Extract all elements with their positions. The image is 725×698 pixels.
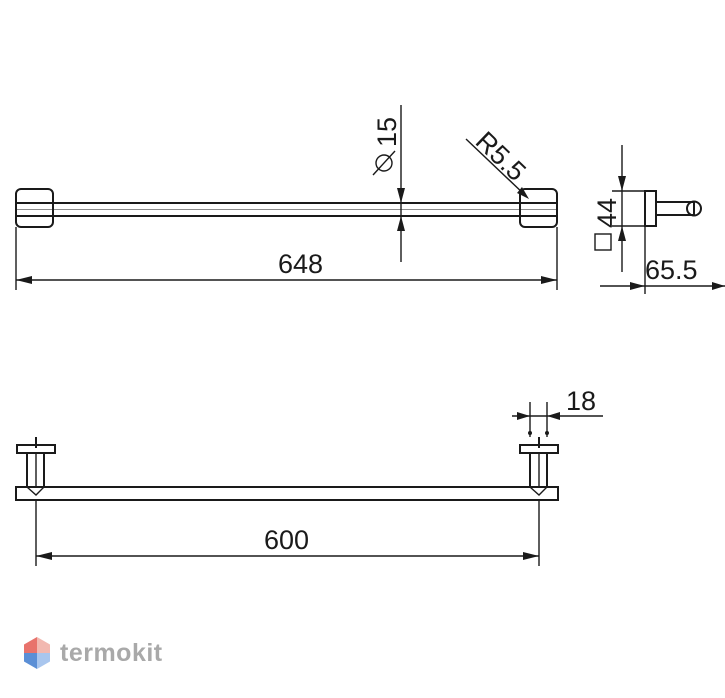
bracket-size-dimension: 44: [592, 145, 645, 272]
diameter-symbol-icon: [372, 150, 396, 176]
diameter-dimension: 15: [372, 105, 405, 262]
brand-name: termokit: [60, 638, 163, 667]
side-arm: [655, 201, 695, 216]
side-wall-plate: [644, 190, 657, 227]
radius-dimension: R5.5: [465, 126, 532, 199]
side-view: [644, 190, 702, 227]
diameter-label: 15: [372, 117, 402, 147]
mount-width-label: 18: [566, 386, 596, 416]
center-distance-label: 600: [264, 525, 309, 555]
front-view: [15, 188, 558, 228]
brand-logo: termokit: [22, 633, 163, 673]
projection-label: 65.5: [645, 255, 698, 285]
front-left-bracket: [15, 188, 54, 228]
overall-length-dimension: 648: [15, 227, 558, 290]
overall-length-label: 648: [278, 249, 323, 279]
top-bar: [15, 486, 559, 501]
side-bar-end: [686, 200, 702, 217]
center-distance-dimension: 600: [35, 500, 540, 566]
top-view: [15, 437, 559, 501]
projection-dimension: 65.5: [600, 226, 725, 294]
square-symbol-icon: [594, 233, 612, 251]
bracket-size-label: 44: [592, 198, 622, 228]
mount-width-dimension: 18: [512, 386, 603, 437]
radius-label: R5.5: [470, 126, 532, 187]
brand-hexagon-icon: [24, 637, 50, 669]
